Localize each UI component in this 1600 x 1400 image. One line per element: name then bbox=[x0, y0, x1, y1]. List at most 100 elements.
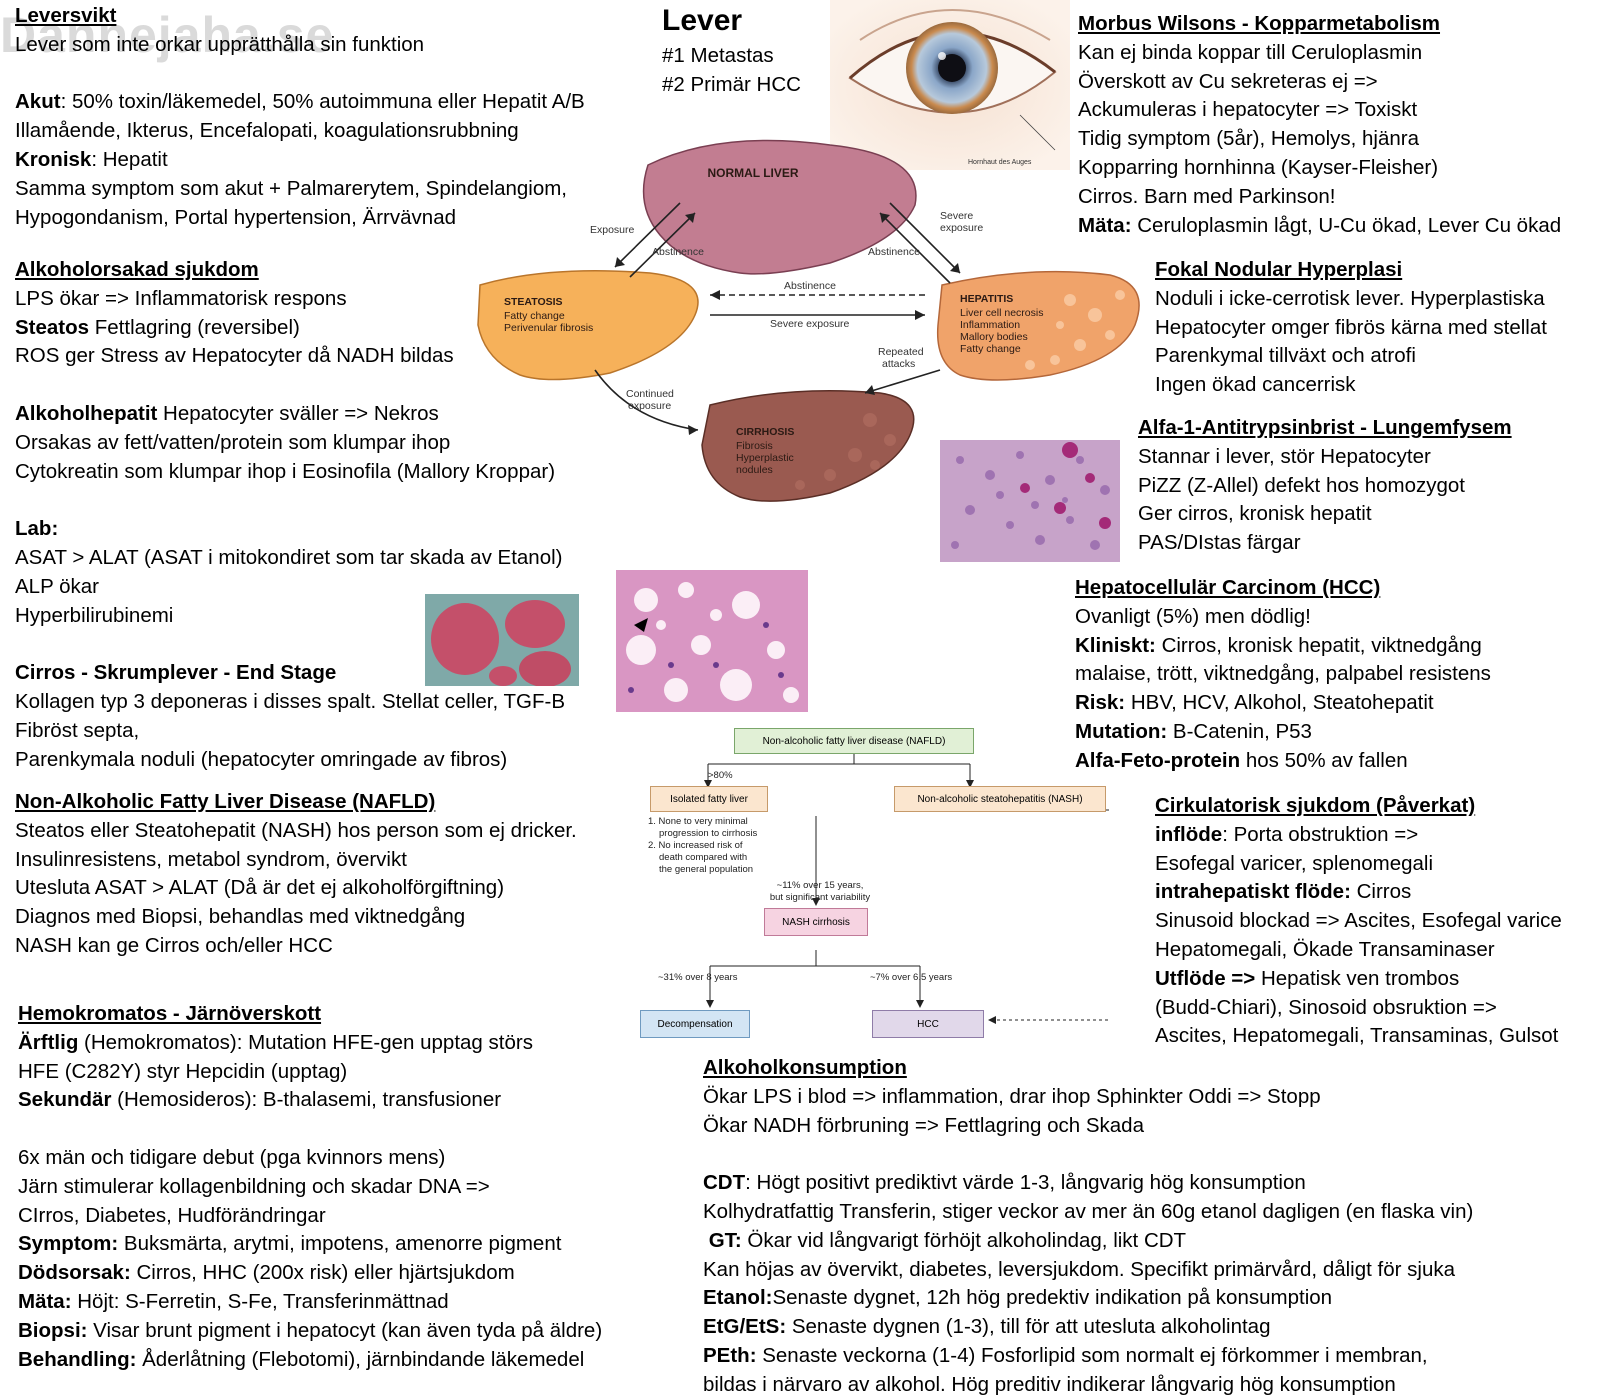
cirrhosis-label: CIRRHOSIS bbox=[736, 426, 794, 438]
arftlig-label: Ärftlig bbox=[18, 1030, 79, 1054]
alkohol-line: LPS ökar => Inflammatorisk respons bbox=[15, 286, 347, 310]
flow-pct-line: ~11% over 15 years, bbox=[776, 880, 864, 891]
arrow-label: Exposure bbox=[590, 224, 635, 236]
wilson-section: Morbus Wilsons - Kopparmetabolism Kan ej… bbox=[1078, 10, 1561, 240]
etanol-text: Senaste dygnet, 12h hög predektiv indika… bbox=[772, 1286, 1333, 1310]
alfa1-line: Ger cirros, kronisk hepatit bbox=[1138, 502, 1372, 526]
nafld-line: NASH kan ge Cirros och/eller HCC bbox=[15, 933, 333, 957]
wilson-line: Ackumuleras i hepatocyter => Toxiskt bbox=[1078, 98, 1418, 122]
etg-text: Senaste dygnen (1-3), till för att utesl… bbox=[786, 1315, 1271, 1339]
eye-caption: Hornhaut des Auges bbox=[968, 159, 1032, 166]
flow-pct-label: >80% bbox=[708, 770, 733, 781]
cirkulatorisk-line: Ascites, Hepatomegali, Transaminas, Guls… bbox=[1155, 1024, 1559, 1048]
hepatitis-sub: Inflammation bbox=[960, 319, 1020, 331]
flow-nash-box: Non-alcoholic steatohepatitis (NASH) bbox=[894, 786, 1106, 812]
hcc-line: Ovanligt (5%) men dödlig! bbox=[1075, 604, 1311, 628]
cirkulatorisk-line: Esofegal varicer, splenomegali bbox=[1155, 851, 1434, 875]
cirros-line: Parenkymala noduli (hepatocyter omringad… bbox=[15, 747, 508, 771]
steatosis-histology-image bbox=[616, 570, 808, 712]
leversvikt-line: Lever som inte orkar upprätthålla sin fu… bbox=[15, 32, 425, 56]
cirrhosis-sub: Fibrosis bbox=[736, 440, 773, 452]
utflode-text: Hepatisk ven trombos bbox=[1255, 966, 1460, 990]
inflode-text: : Porta obstruktion => bbox=[1222, 822, 1419, 846]
cdt-label: CDT bbox=[703, 1171, 746, 1195]
hemokromatos-line: HFE (C282Y) styr Hepcidin (upptag) bbox=[18, 1059, 348, 1083]
biopsi-label: Biopsi: bbox=[18, 1318, 88, 1342]
konsumption-line: Kolhydratfattig Transferin, stiger vecko… bbox=[703, 1199, 1474, 1223]
nafld-line: Utesluta ASAT > ALAT (Då är det ej alkoh… bbox=[15, 876, 505, 900]
cirkulatorisk-line: Hepatomegali, Ökade Transaminaser bbox=[1155, 937, 1495, 961]
cirrhosis-sub: nodules bbox=[736, 464, 773, 476]
flow-pct-label: ~7% over 6.5 years bbox=[870, 972, 953, 983]
fnh-line: Ingen ökad cancerrisk bbox=[1155, 373, 1356, 397]
steatos-label: Steatos bbox=[15, 315, 90, 339]
lab-label: Lab: bbox=[15, 517, 59, 541]
nafld-heading: Non-Alkoholic Fatty Liver Disease (NAFLD… bbox=[15, 790, 436, 813]
arrow-label: Severe bbox=[940, 210, 973, 222]
flow-pct-line: but significant variability bbox=[769, 892, 871, 903]
nafld-section: Non-Alkoholic Fatty Liver Disease (NAFLD… bbox=[15, 788, 577, 961]
mata-text: Höjt: S-Ferretin, S-Fe, Transferinmättna… bbox=[71, 1289, 449, 1313]
leversvikt-line: Samma symptom som akut + Palmarerytem, S… bbox=[15, 176, 567, 200]
flow-pct-label: ~11% over 15 years, but significant vari… bbox=[760, 880, 880, 904]
arrow-label: exposure bbox=[628, 400, 671, 412]
sekundar-text: (Hemosideros): B-thalasemi, transfusione… bbox=[111, 1088, 502, 1112]
biopsi-text: Visar brunt pigment i hepatocyt (kan äve… bbox=[87, 1318, 603, 1342]
cirkulatorisk-line: Sinusoid blockad => Ascites, Esofegal va… bbox=[1155, 909, 1562, 933]
hemokromatos-heading: Hemokromatos - Järnöverskott bbox=[18, 1002, 322, 1025]
behandling-label: Behandling: bbox=[18, 1347, 137, 1371]
leversvikt-line: Illamående, Ikterus, Encefalopati, koagu… bbox=[15, 119, 519, 143]
cirros-line: Kollagen typ 3 deponeras i disses spalt.… bbox=[15, 689, 565, 713]
alfa1-line: PAS/DIstas färgar bbox=[1138, 531, 1301, 555]
arrow-label: exposure bbox=[940, 222, 983, 234]
flow-isolated-box: Isolated fatty liver bbox=[650, 786, 768, 812]
fnh-heading: Fokal Nodular Hyperplasi bbox=[1155, 258, 1403, 281]
alfa1-histology-image bbox=[940, 440, 1120, 562]
alfa1-line: Stannar i lever, stör Hepatocyter bbox=[1138, 444, 1431, 468]
flow-note-line: progression to cirrhosis bbox=[659, 828, 758, 839]
leversvikt-heading: Leversvikt bbox=[15, 4, 117, 27]
nafld-line: Diagnos med Biopsi, behandlas med viktne… bbox=[15, 905, 466, 929]
wilson-line: Tidig symptom (5år), Hemolys, hjänra bbox=[1078, 127, 1420, 151]
konsumption-heading: Alkoholkonsumption bbox=[703, 1056, 907, 1079]
afp-text: hos 50% av fallen bbox=[1240, 748, 1408, 772]
alfa1-line: PiZZ (Z-Allel) defekt hos homozygot bbox=[1138, 473, 1465, 497]
symptom-text: Buksmärta, arytmi, impotens, amenorre pi… bbox=[118, 1232, 562, 1256]
wilson-line: Kan ej binda koppar till Ceruloplasmin bbox=[1078, 40, 1423, 64]
cirkulatorisk-line: (Budd-Chiari), Sinosoid obsruktion => bbox=[1155, 995, 1497, 1019]
akut-label: Akut bbox=[15, 90, 61, 114]
fnh-line: Parenkymal tillväxt och atrofi bbox=[1155, 344, 1416, 368]
kronisk-text: : Hepatit bbox=[91, 147, 168, 171]
konsumption-section: Alkoholkonsumption Ökar LPS i blod => in… bbox=[703, 1054, 1473, 1400]
symptom-label: Symptom: bbox=[18, 1232, 119, 1256]
peth-label: PEth: bbox=[703, 1343, 757, 1367]
cirros-label: Cirros - Skrumplever - End Stage bbox=[15, 661, 337, 685]
normal-liver-label: NORMAL LIVER bbox=[707, 166, 798, 180]
etanol-label: Etanol: bbox=[703, 1286, 773, 1310]
cirkulatorisk-section: Cirkulatorisk sjukdom (Påverkat) inflöde… bbox=[1155, 792, 1562, 1051]
steatosis-liver-shape bbox=[477, 269, 699, 381]
konsumption-line: Ökar NADH förbruning => Fettlagring och … bbox=[703, 1113, 1144, 1137]
flow-note: 1. None to very minimal progression to c… bbox=[648, 816, 757, 876]
cdt-text: : Högt positivt prediktivt värde 1-3, lå… bbox=[745, 1171, 1306, 1195]
alkohol-section: Alkoholorsakad sjukdom LPS ökar => Infla… bbox=[15, 256, 565, 774]
wilson-line: Kopparring hornhinna (Kayser-Fleisher) bbox=[1078, 155, 1439, 179]
arrow-label: attacks bbox=[882, 358, 915, 370]
flow-nafld-box: Non-alcoholic fatty liver disease (NAFLD… bbox=[734, 728, 974, 754]
hemokromatos-line: Järn stimulerar kollagenbildning och ska… bbox=[18, 1174, 490, 1198]
arftlig-text: (Hemokromatos): Mutation HFE-gen upptag … bbox=[78, 1030, 533, 1054]
flowchart-connectors bbox=[704, 752, 1110, 1024]
lab-line: ALP ökar bbox=[15, 574, 99, 598]
wilson-line: Cirros. Barn med Parkinson! bbox=[1078, 184, 1336, 208]
alkohol-line: ROS ger Stress av Hepatocyter då NADH bi… bbox=[15, 344, 454, 368]
arrow-label: Repeated bbox=[878, 346, 924, 358]
lab-line: ASAT > ALAT (ASAT i mitokondiret som tar… bbox=[15, 545, 563, 569]
nafld-line: Steatos eller Steatohepatit (NASH) hos p… bbox=[15, 818, 577, 842]
wilson-heading: Morbus Wilsons - Kopparmetabolism bbox=[1078, 12, 1441, 35]
wilson-mata-label: Mäta: bbox=[1078, 213, 1132, 237]
inflode-label: inflöde bbox=[1155, 822, 1223, 846]
nafld-flowchart: Non-alcoholic fatty liver disease (NAFLD… bbox=[640, 728, 1110, 1038]
flow-nash-cirrhosis-box: NASH cirrhosis bbox=[764, 908, 868, 936]
cirros-line: Fibröst septa, bbox=[15, 718, 140, 742]
leversvikt-section: Leversvikt Lever som inte orkar upprätth… bbox=[15, 2, 585, 232]
